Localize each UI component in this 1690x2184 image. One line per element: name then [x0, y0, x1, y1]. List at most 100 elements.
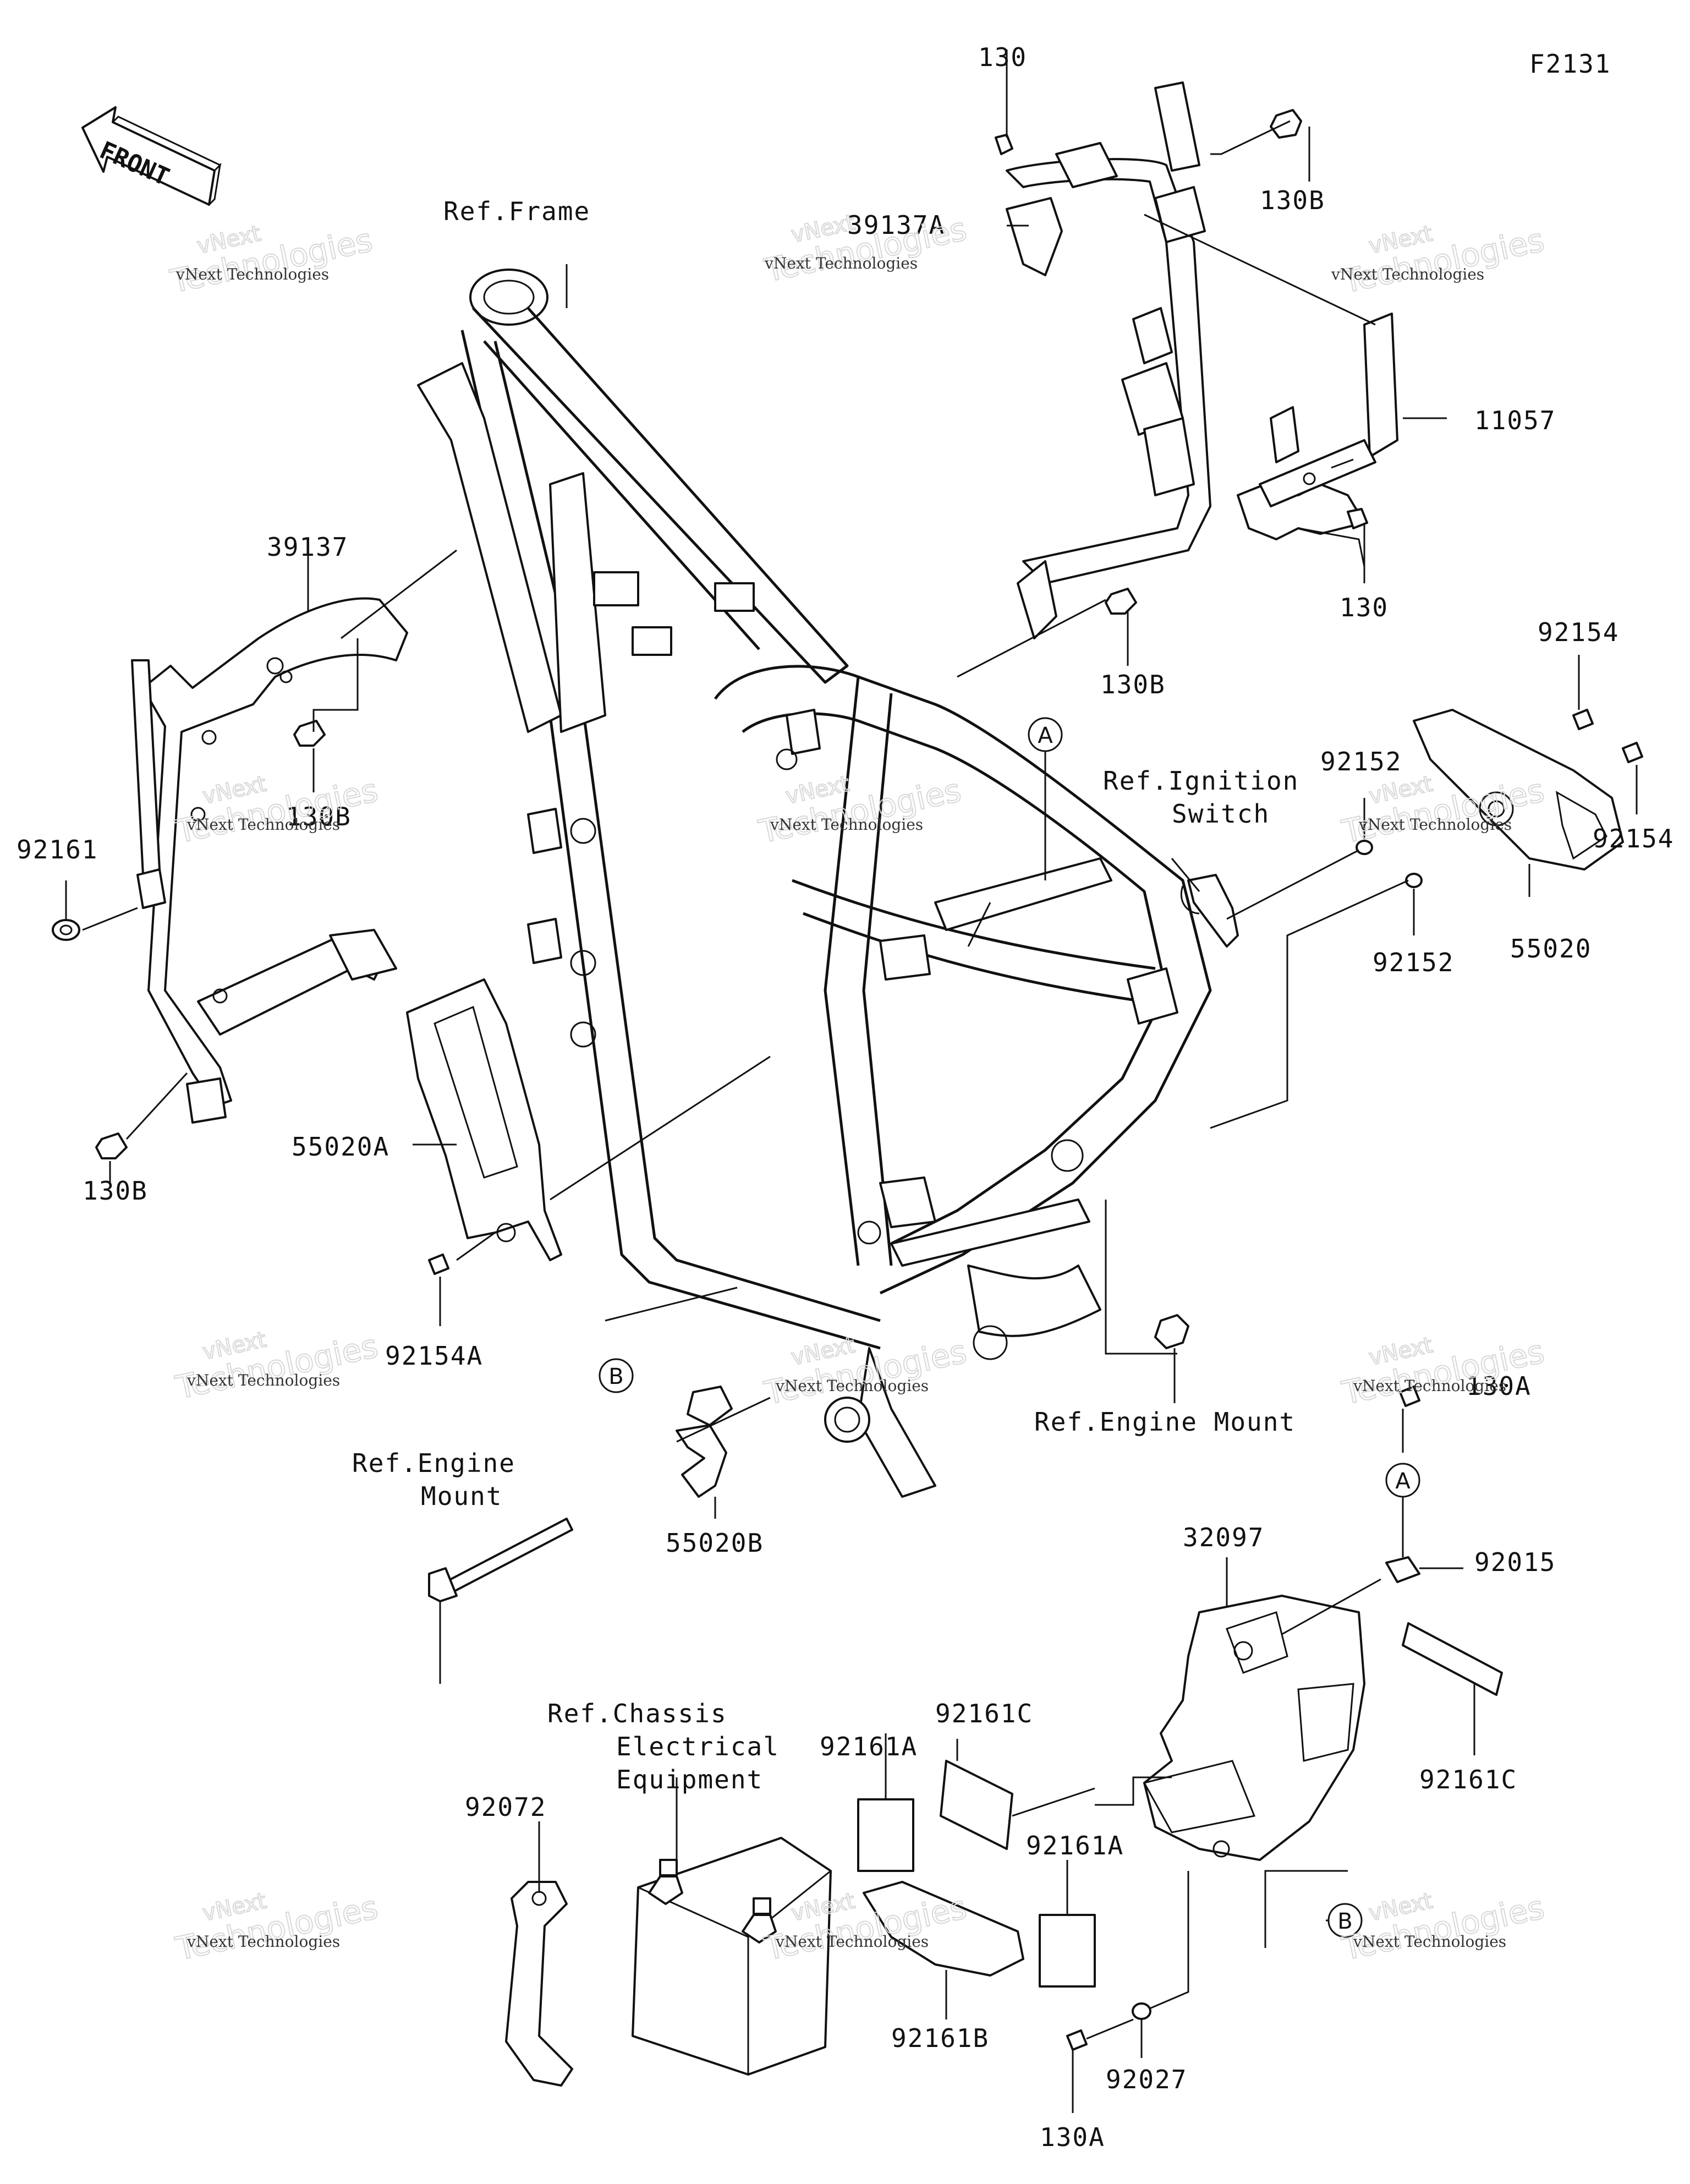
pad-92161A-right	[1039, 1914, 1096, 1988]
watermark-10: vNext Technologies vNext Technologies	[172, 1887, 382, 1968]
label-11057: 11057	[1474, 406, 1556, 435]
part-55020-cover	[1413, 709, 1624, 871]
watermark-7: vNext Technologies vNext Technologies	[172, 1326, 382, 1407]
svg-text:vNext Technologies: vNext Technologies	[186, 1371, 340, 1389]
fastener-130-mid-icon	[1347, 508, 1368, 529]
engine-mount-bolt	[428, 1518, 573, 1602]
fastener-92154-right-icon	[1622, 742, 1643, 763]
part-32097-battery-case	[1143, 1595, 1365, 1861]
fastener-92161-icon	[52, 919, 80, 941]
label-92161A-left: 92161A	[820, 1732, 918, 1761]
washer-92152-top-icon	[1356, 840, 1373, 855]
part-55020A-cover	[406, 978, 562, 1261]
leader-lines	[65, 50, 1638, 2113]
svg-text:A: A	[1395, 1469, 1411, 1494]
part-39137-guard	[131, 597, 408, 1124]
label-92027: 92027	[1106, 2065, 1187, 2094]
watermark-5: vNext Technologies vNext Technologies	[755, 770, 965, 851]
battery	[632, 1837, 832, 2076]
label-130B-top: 130B	[1260, 185, 1325, 215]
svg-text:A: A	[1038, 723, 1053, 748]
svg-text:vNext Technologies: vNext Technologies	[1331, 265, 1484, 283]
label-130B-mid: 130B	[1100, 670, 1166, 699]
svg-text:vNext Technologies: vNext Technologies	[186, 1933, 340, 1951]
watermarks: vNext Technologies vNext Technologies vN…	[166, 209, 1548, 1968]
label-130B-bottom: 130B	[83, 1176, 148, 1206]
label-130-top: 130	[978, 42, 1027, 72]
label-ref-chassis-1: Ref.Chassis	[547, 1699, 727, 1728]
label-130A-top: 130A	[1466, 1371, 1532, 1401]
label-ref-ignition-1: Ref.Ignition	[1103, 766, 1299, 796]
label-ref-chassis-3: Equipment	[616, 1765, 763, 1794]
label-ref-engine-mount-left-2: Mount	[421, 1481, 502, 1511]
front-direction-arrow-icon: FRONT	[81, 106, 222, 206]
label-130-mid: 130	[1340, 593, 1389, 622]
label-130B-left: 130B	[286, 802, 352, 831]
watermark-12: vNext Technologies vNext Technologies	[1338, 1887, 1548, 1968]
part-92072-strap	[505, 1881, 573, 2087]
watermark-4: vNext Technologies vNext Technologies	[172, 770, 382, 851]
fastener-130A-top-icon	[1399, 1386, 1420, 1407]
main-frame	[417, 269, 1212, 1498]
label-92154A: 92154A	[385, 1341, 483, 1371]
svg-text:vNext Technologies: vNext Technologies	[1353, 1933, 1506, 1951]
label-ref-chassis-2: Electrical	[616, 1732, 780, 1761]
watermark-2: vNext Technologies vNext Technologies	[760, 209, 970, 290]
svg-text:vNext Technologies: vNext Technologies	[764, 254, 918, 272]
fastener-130B-bottom-icon	[95, 1132, 128, 1159]
fastener-130B-left-icon	[293, 720, 326, 747]
svg-text:vNext Technologies: vNext Technologies	[175, 265, 329, 283]
label-92152-top: 92152	[1320, 747, 1402, 776]
svg-text:vNext Technologies: vNext Technologies	[1358, 815, 1512, 834]
label-130A-bottom: 130A	[1040, 2122, 1105, 2152]
label-55020A: 55020A	[292, 1132, 389, 1162]
callout-B-upper: B	[599, 1358, 634, 1393]
label-ref-engine-mount-left-1: Ref.Engine	[352, 1448, 515, 1478]
washer-92027-icon	[1132, 2002, 1151, 2020]
diagram-code: F2131	[1529, 49, 1611, 79]
label-92154-top: 92154	[1538, 617, 1619, 647]
label-ref-ignition-2: Switch	[1172, 799, 1270, 829]
watermark-1: vNext Technologies vNext Technologies	[166, 220, 376, 301]
callout-B-lower: B	[1327, 1903, 1363, 1938]
label-55020: 55020	[1510, 934, 1592, 964]
part-labels: 130 130B 39137A Ref.Frame 11057 130 130B…	[17, 42, 1674, 2152]
part-11057-bracket	[1237, 313, 1398, 540]
label-ref-engine-mount-right: Ref.Engine Mount	[1034, 1407, 1296, 1437]
label-39137: 39137	[267, 532, 348, 562]
part-55020B-bracket	[676, 1386, 733, 1498]
label-92072: 92072	[465, 1792, 546, 1822]
callout-A-lower: A	[1385, 1463, 1420, 1498]
callout-A-upper: A	[1028, 717, 1063, 752]
svg-text:vNext Technologies: vNext Technologies	[1353, 1377, 1506, 1395]
fastener-130-top-icon	[995, 134, 1013, 155]
svg-text:vNext Technologies: vNext Technologies	[775, 1933, 929, 1951]
label-55020B: 55020B	[666, 1528, 764, 1558]
pad-92161A-left	[857, 1798, 914, 1872]
svg-text:vNext Technologies: vNext Technologies	[775, 1377, 929, 1395]
label-92161C-left: 92161C	[935, 1699, 1033, 1728]
fastener-130A-bottom-icon	[1066, 2029, 1088, 2051]
svg-text:B: B	[1337, 1909, 1352, 1934]
fastener-92154-top-icon	[1572, 709, 1594, 730]
label-92161C-right: 92161C	[1419, 1765, 1517, 1794]
label-92154-right: 92154	[1593, 824, 1674, 853]
label-92161A-right: 92161A	[1026, 1831, 1124, 1860]
svg-text:vNext Technologies: vNext Technologies	[770, 815, 923, 834]
label-92161B: 92161B	[891, 2023, 989, 2053]
washer-92152-bottom-icon	[1405, 873, 1423, 888]
engine-mount-nut	[1154, 1314, 1189, 1349]
pad-92161B	[863, 1881, 1024, 1977]
label-39137A: 39137A	[847, 210, 945, 240]
svg-text:B: B	[608, 1364, 623, 1389]
watermark-3: vNext Technologies vNext Technologies	[1331, 220, 1548, 301]
pad-92161C-right	[1402, 1622, 1503, 1696]
fastener-92154A-icon	[428, 1254, 449, 1275]
part-39137A-guard	[1006, 81, 1211, 639]
label-92152-bottom: 92152	[1373, 948, 1454, 977]
clip-92015-icon	[1385, 1556, 1420, 1583]
ref-ignition-switch-bracket	[1180, 874, 1239, 948]
label-ref-frame: Ref.Frame	[443, 196, 590, 226]
watermark-9: vNext Technologies vNext Technologies	[1338, 1332, 1548, 1413]
